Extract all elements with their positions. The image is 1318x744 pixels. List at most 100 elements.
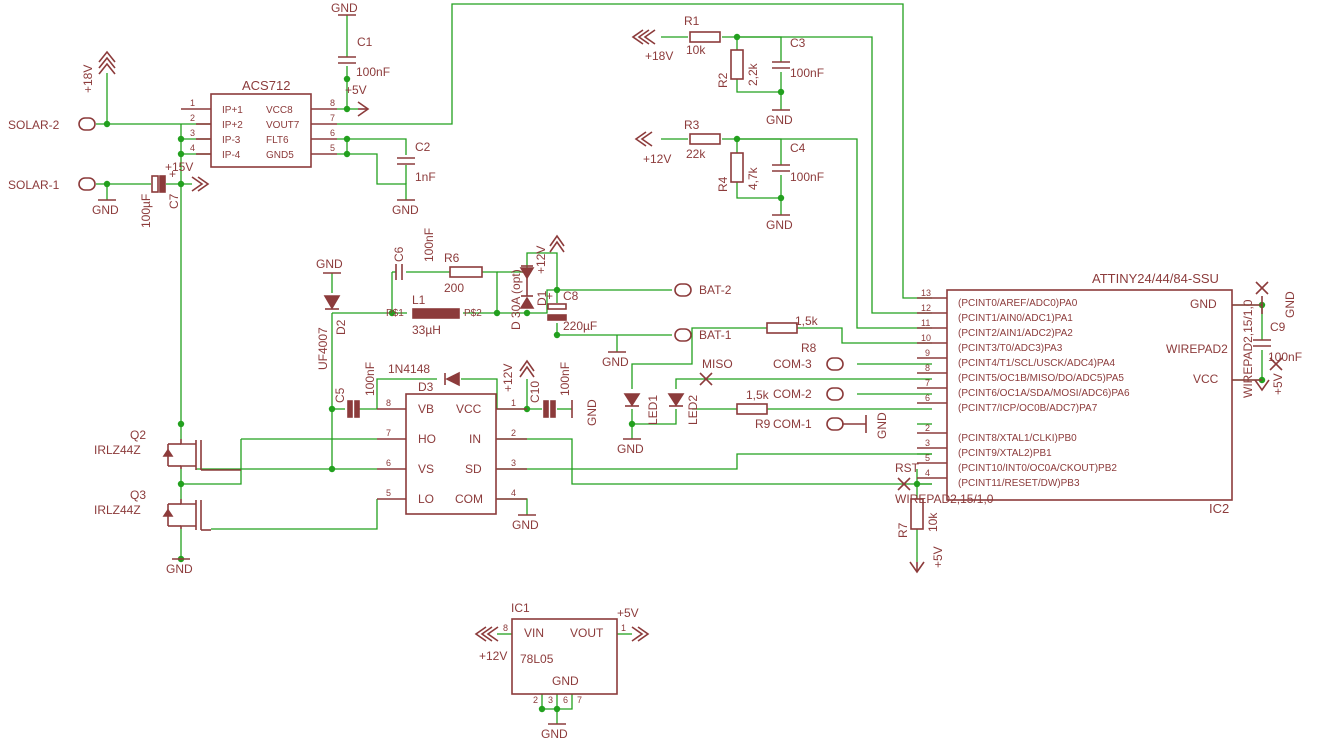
- connector-com-3[interactable]: COM-3: [773, 357, 844, 371]
- resistor-r4: R4 4,7k: [716, 152, 760, 192]
- driver-pin-com: COM: [455, 492, 483, 506]
- c4-value: 100nF: [790, 170, 824, 184]
- acs712-pin-flt: FLT6: [266, 135, 289, 146]
- reg-ref: IC1: [511, 601, 530, 615]
- driver-pinnum-2: 2: [511, 428, 516, 438]
- mosfet-q3: Q3 IRLZ44Z: [94, 488, 211, 531]
- driver-pinnum-8: 8: [386, 398, 391, 408]
- mcu-pin-pb0: (PCINT8/XTAL1/CLKI)PB0: [958, 433, 1077, 444]
- c7-value: 100µF: [139, 194, 153, 228]
- bat-2-label: BAT-2: [699, 283, 732, 297]
- connector-solar-2[interactable]: SOLAR-2: [8, 117, 96, 132]
- r2-value: 2,2k: [746, 62, 760, 86]
- driver-pinnum-4: 4: [511, 488, 516, 498]
- c2-value: 1nF: [415, 170, 436, 184]
- wirepad-right-label: WIREPAD2,15/1,0: [1241, 299, 1255, 398]
- capacitor-c1: C1 100nF: [338, 35, 390, 79]
- capacitor-c10: C10 100nF: [528, 362, 572, 418]
- led1-label: LED1: [646, 395, 660, 425]
- c7-plus: +: [169, 167, 176, 181]
- acs712-pin-ip2: IP+2: [222, 120, 243, 131]
- capacitor-c3: C3 100nF: [772, 36, 824, 80]
- driver-pinnum-3: 3: [511, 458, 516, 468]
- connector-com-2[interactable]: COM-2: [773, 387, 844, 401]
- acs712-pin-ip3: IP-3: [222, 135, 241, 146]
- capacitor-c8: + C8 220µF: [546, 289, 597, 333]
- q2-label: Q2: [130, 428, 146, 442]
- capacitor-c5: C5 100nF: [333, 362, 377, 418]
- miso-label: MISO: [702, 357, 733, 371]
- d1-label: D1: [535, 290, 549, 306]
- supply-5v-reg: +5V: [617, 606, 650, 642]
- mcu-pinnum-5: 5: [925, 453, 930, 463]
- reg-pinnum-3: 3: [548, 695, 553, 705]
- supply-5v-r7-label: +5V: [931, 546, 945, 568]
- mosfet-q2: Q2 IRLZ44Z: [94, 428, 241, 471]
- regulator-78l05: IC1 VIN VOUT 78L05 GND 8 1 2 3 6 7: [503, 601, 626, 705]
- r3-label: R3: [684, 118, 700, 132]
- resistor-r7: R7 10k +5V: [896, 498, 945, 574]
- driver-pinnum-1: 1: [511, 398, 516, 408]
- solar-1-label: SOLAR-1: [8, 178, 60, 192]
- q3-label: Q3: [130, 488, 146, 502]
- supply-5v-reg-label: +5V: [617, 606, 639, 620]
- r6-value: 200: [444, 281, 464, 295]
- mcu-pin-pa2: (PCINT2/AIN1/ADC2)PA2: [958, 328, 1073, 339]
- c10-label: C10: [528, 381, 542, 403]
- mcu-pinnum-10: 10: [921, 333, 931, 343]
- mcu-pinnum-2: 2: [925, 423, 930, 433]
- gnd-bat-label: GND: [602, 355, 629, 369]
- driver-pin-in: IN: [469, 432, 481, 446]
- gnd-symbols: GND GND GND GND GND GND GND GND GND GND …: [92, 1, 1297, 741]
- r3-value: 22k: [686, 147, 706, 161]
- diode-d3: 1N4148 D3: [388, 362, 460, 394]
- l1-pad-a: P$1: [386, 308, 404, 319]
- supply-12v-d1-label: +12V: [534, 246, 548, 274]
- connector-solar-1[interactable]: SOLAR-1: [8, 177, 96, 192]
- r9-label: R9: [755, 417, 771, 431]
- mcu-pin-pb1: (PCINT9/XTAL2)PB1: [958, 448, 1052, 459]
- mcu-pinnum-9: 9: [925, 348, 930, 358]
- c5-value: 100nF: [363, 362, 377, 396]
- r4-label: R4: [716, 176, 730, 192]
- miso-marker: MISO: [699, 357, 733, 386]
- mcu-pin-pa6: (PCINT6/OC1A/SDA/MOSI/ADC6)PA6: [958, 388, 1130, 399]
- connector-bat-1[interactable]: BAT-1: [674, 328, 732, 342]
- resistor-r1: R1 10k: [684, 14, 721, 57]
- diode-d1: D 30A (opt) D1: [509, 265, 549, 330]
- r1-label: R1: [684, 14, 700, 28]
- supply-12v-d3-label: +12V: [501, 364, 515, 392]
- connector-bat-2[interactable]: BAT-2: [674, 283, 732, 297]
- r7-label: R7: [896, 522, 910, 538]
- acs712-pinnum-7: 7: [330, 113, 335, 123]
- l1-value: 33µH: [412, 323, 441, 337]
- q2-value: IRLZ44Z: [94, 443, 141, 457]
- com-1-label: COM-1: [773, 417, 812, 431]
- reg-value: 78L05: [520, 652, 554, 666]
- reg-pinnum-out: 1: [621, 623, 626, 633]
- mcu-pinnum-11: 11: [921, 318, 930, 328]
- svg-text:+: +: [546, 289, 553, 303]
- acs712-label: ACS712: [242, 78, 290, 93]
- supply-12v-d1: +12V: [534, 234, 565, 274]
- resistor-r8: 1,5k R8: [766, 314, 819, 355]
- supply-18v-label: +18V: [81, 65, 95, 93]
- mcu-pin-pa3: (PCINT3/T0/ADC3)PA3: [958, 343, 1063, 354]
- gnd-reg-label: GND: [541, 727, 568, 741]
- r4-value: 4,7k: [746, 166, 760, 190]
- r8-value: 1,5k: [795, 314, 819, 328]
- wirepad-right: WIREPAD2 WIREPAD2,15/1,0 +5V: [1166, 281, 1285, 398]
- solar-2-label: SOLAR-2: [8, 118, 60, 132]
- supply-18v-solar: +18V: [81, 50, 116, 93]
- gnd-c4-label: GND: [766, 218, 793, 232]
- reg-pin-vout: VOUT: [570, 626, 604, 640]
- connector-com-1[interactable]: COM-1: [773, 417, 844, 431]
- supply-12v-div-label: +12V: [643, 152, 671, 166]
- c8-value: 220µF: [563, 319, 597, 333]
- gnd-c10-label: GND: [585, 399, 599, 426]
- reg-pin-gnd: GND: [552, 674, 579, 688]
- mcu-pin-pa1: (PCINT1/AIN0/ADC1)PA1: [958, 313, 1073, 324]
- c1-label: C1: [357, 35, 373, 49]
- gate-driver-ic: VB HO VS LO VCC IN SD COM 8 7 6 5 1 2 3 …: [377, 393, 527, 515]
